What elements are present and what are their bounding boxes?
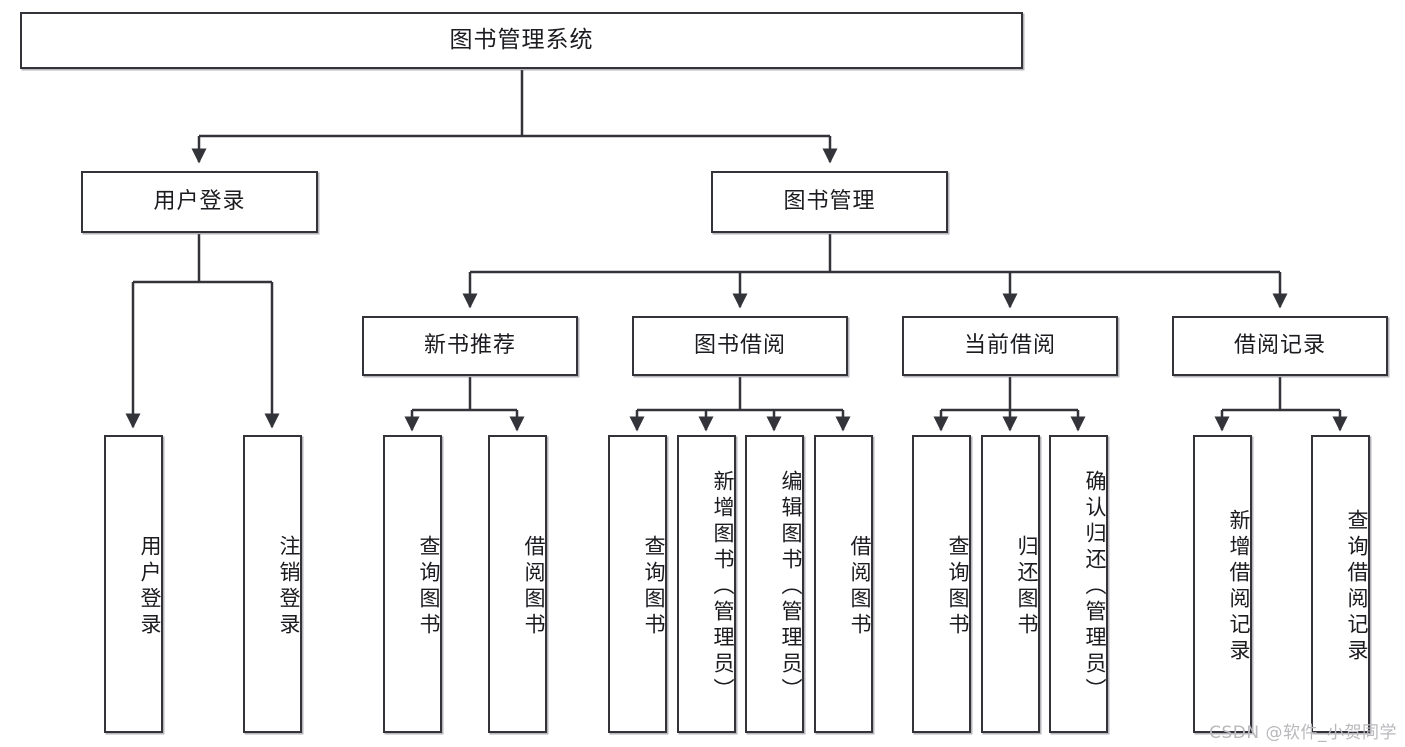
node-leaf-user-logout[interactable]: 注销登录 <box>243 435 302 733</box>
node-label: 借阅图书 <box>848 535 872 639</box>
node-label: 图书管理 <box>783 188 876 214</box>
node-leaf-add-record[interactable]: 新增借阅记录 <box>1193 435 1252 733</box>
node-leaf-query-book-1[interactable]: 查询图书 <box>383 435 442 733</box>
node-current-borrow[interactable]: 当前借阅 <box>902 316 1118 376</box>
node-label: 查询图书 <box>946 535 970 639</box>
node-leaf-query-book-2[interactable]: 查询图书 <box>608 435 667 733</box>
node-label: 图书借阅 <box>693 332 786 358</box>
node-book-borrow[interactable]: 图书借阅 <box>632 316 848 376</box>
node-label: 查询借阅记录 <box>1345 509 1369 665</box>
watermark-csdn: CSDN @软件_小贺同学 <box>1209 723 1397 743</box>
node-leaf-add-book[interactable]: 新增图书（管理员） <box>677 435 736 733</box>
node-label: 新增借阅记录 <box>1227 509 1251 665</box>
node-leaf-confirm-return[interactable]: 确认归还（管理员） <box>1049 435 1108 733</box>
node-label: 注销登录 <box>277 535 301 639</box>
node-label: 借阅图书 <box>522 535 546 639</box>
node-label: 查询图书 <box>417 535 441 639</box>
node-label: 查询图书 <box>642 535 666 639</box>
node-root-book-management-system[interactable]: 图书管理系统 <box>20 12 1023 69</box>
node-new-book-recommend[interactable]: 新书推荐 <box>362 316 578 376</box>
node-leaf-query-record[interactable]: 查询借阅记录 <box>1311 435 1370 733</box>
node-leaf-return-book[interactable]: 归还图书 <box>981 435 1040 733</box>
node-book-manage[interactable]: 图书管理 <box>711 171 948 233</box>
node-label: 新增图书（管理员） <box>711 470 735 704</box>
node-label: 新书推荐 <box>423 332 516 358</box>
node-label: 归还图书 <box>1015 535 1039 639</box>
node-leaf-user-login[interactable]: 用户登录 <box>104 435 163 733</box>
node-leaf-query-book-3[interactable]: 查询图书 <box>912 435 971 733</box>
node-label: 确认归还（管理员） <box>1083 470 1107 704</box>
node-leaf-edit-book[interactable]: 编辑图书（管理员） <box>745 435 804 733</box>
node-label: 编辑图书（管理员） <box>779 470 803 704</box>
node-label: 当前借阅 <box>963 332 1056 358</box>
node-leaf-borrow-book-2[interactable]: 借阅图书 <box>814 435 873 733</box>
node-user-login[interactable]: 用户登录 <box>81 171 318 233</box>
node-leaf-borrow-book-1[interactable]: 借阅图书 <box>488 435 547 733</box>
node-label: 用户登录 <box>138 535 162 639</box>
node-label: 图书管理系统 <box>449 26 594 53</box>
node-label: 用户登录 <box>153 188 246 214</box>
node-borrow-record[interactable]: 借阅记录 <box>1172 316 1388 376</box>
node-label: 借阅记录 <box>1233 332 1326 358</box>
